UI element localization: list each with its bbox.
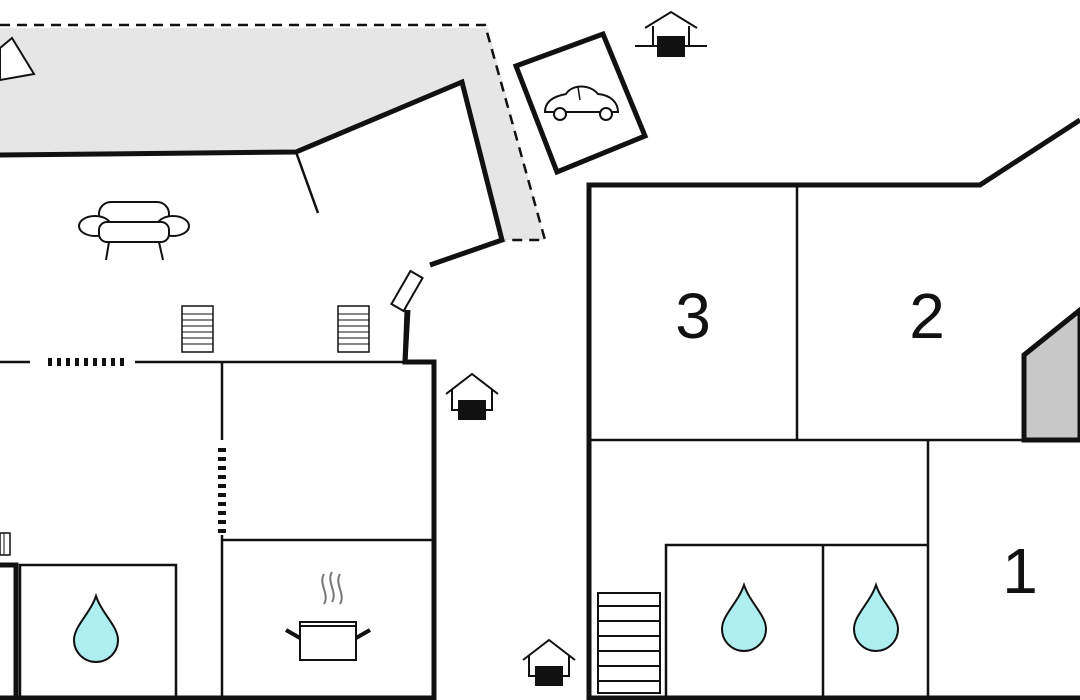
window xyxy=(390,269,424,363)
sofa-icon xyxy=(78,201,190,261)
north-arrow-icon xyxy=(0,36,36,82)
left-building-walls xyxy=(0,78,505,700)
stairs-icon xyxy=(597,592,661,694)
entrance-house-icon xyxy=(635,10,707,57)
right-building-walls xyxy=(586,117,1080,700)
room-number-2: 2 xyxy=(909,280,945,352)
radiator-icon xyxy=(0,532,11,556)
room-number-1: 1 xyxy=(1002,535,1038,607)
terrace xyxy=(0,23,547,242)
room-number-3: 3 xyxy=(675,280,711,352)
entrance-house-icon xyxy=(445,372,499,420)
water-drop-icon xyxy=(72,592,120,663)
water-drop-icon xyxy=(720,581,768,652)
cooking-pot-icon xyxy=(285,571,371,661)
car-icon xyxy=(512,30,649,176)
radiator-icon xyxy=(181,305,214,353)
water-drop-icon xyxy=(852,581,900,652)
entrance-house-icon xyxy=(522,638,576,686)
radiator-icon xyxy=(337,305,370,353)
